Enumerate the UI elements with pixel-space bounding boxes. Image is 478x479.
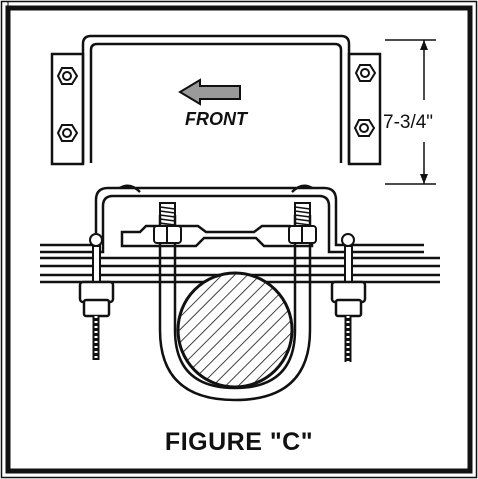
- bracket-side-view: [40, 184, 424, 254]
- hex-nut-icons: [56, 64, 377, 142]
- right-bolt: [330, 233, 367, 362]
- dimension-marker: [385, 39, 436, 185]
- front-arrow-icon: [178, 78, 241, 106]
- clamp-saddle: [120, 224, 314, 248]
- figure-title: FIGURE "C": [165, 428, 313, 456]
- dimension-label: 7-3/4": [383, 112, 433, 133]
- front-label: FRONT: [185, 109, 249, 129]
- u-bolt-nut-icons: [153, 225, 317, 244]
- pipe-cross-section: [176, 271, 294, 389]
- left-bolt: [78, 233, 115, 360]
- nut-icon: [82, 298, 111, 318]
- nut-icon: [334, 298, 363, 318]
- u-bolt-threads: [159, 202, 311, 228]
